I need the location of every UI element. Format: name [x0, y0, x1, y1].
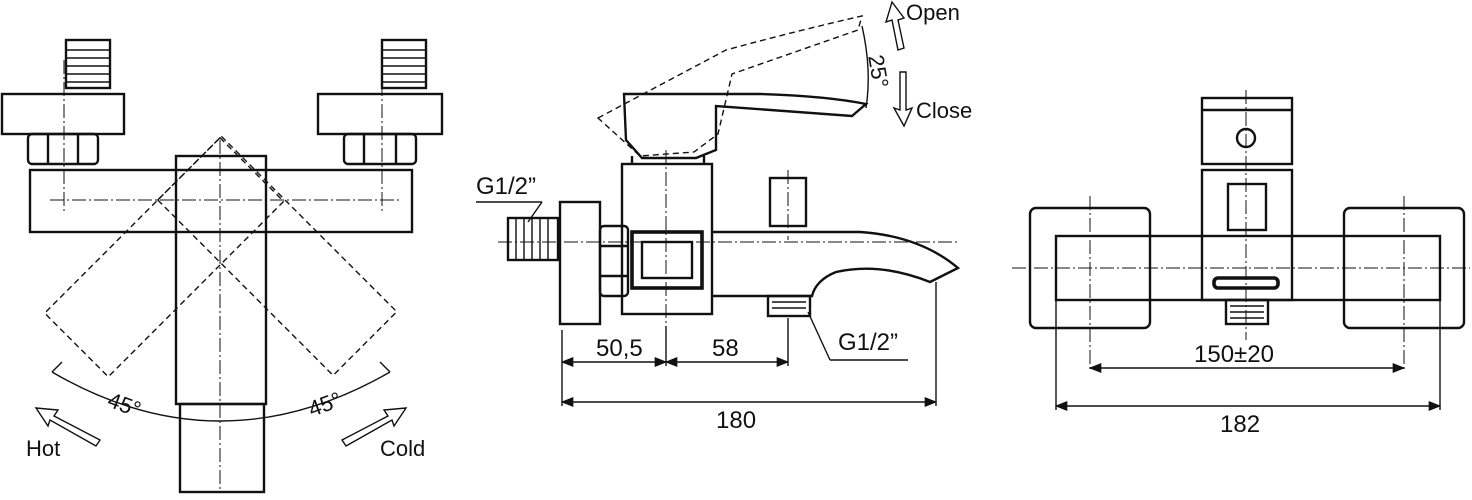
inlet-thread-label: G1/2” — [476, 173, 536, 200]
close-arrow-icon — [892, 71, 914, 128]
side-view: 25° Open Close G1/2” G1/2” 50,5 58 180 — [476, 0, 972, 434]
inlet-thread-fitting — [506, 216, 560, 262]
cold-direction-arrow-icon — [340, 407, 408, 447]
lever-handle — [174, 140, 268, 494]
side-body — [620, 162, 714, 316]
spout — [712, 230, 961, 298]
dim-overall-width: 182 — [1220, 411, 1260, 438]
front-view: 45° 45° Hot Cold — [0, 38, 444, 494]
side-lever-open-outline — [596, 15, 863, 157]
hot-direction-arrow-icon — [34, 407, 102, 447]
angle-left-label: 45° — [105, 387, 145, 422]
dim-overall-length: 180 — [716, 407, 756, 434]
cold-label: Cold — [380, 436, 425, 461]
right-inlet-fitting — [316, 38, 444, 166]
left-inlet-fitting — [0, 38, 126, 166]
handle-rotation-outline — [43, 135, 398, 378]
rear-view: 150±20 182 — [1012, 90, 1470, 438]
open-label: Open — [906, 0, 960, 25]
outlet-thread-label: G1/2” — [838, 329, 898, 356]
dim-body-to-outlet: 58 — [712, 335, 739, 362]
mixer-body — [28, 168, 414, 234]
dim-inlet-centers: 150±20 — [1194, 341, 1274, 368]
side-lever — [622, 92, 869, 160]
hot-label: Hot — [26, 436, 60, 461]
dim-inlet-to-body: 50,5 — [596, 335, 643, 362]
rotation-arc — [51, 371, 391, 422]
angle-right-label: 45° — [305, 387, 345, 422]
lever-angle-label: 25° — [863, 53, 893, 90]
close-label: Close — [916, 98, 972, 123]
open-arrow-icon — [884, 0, 906, 51]
